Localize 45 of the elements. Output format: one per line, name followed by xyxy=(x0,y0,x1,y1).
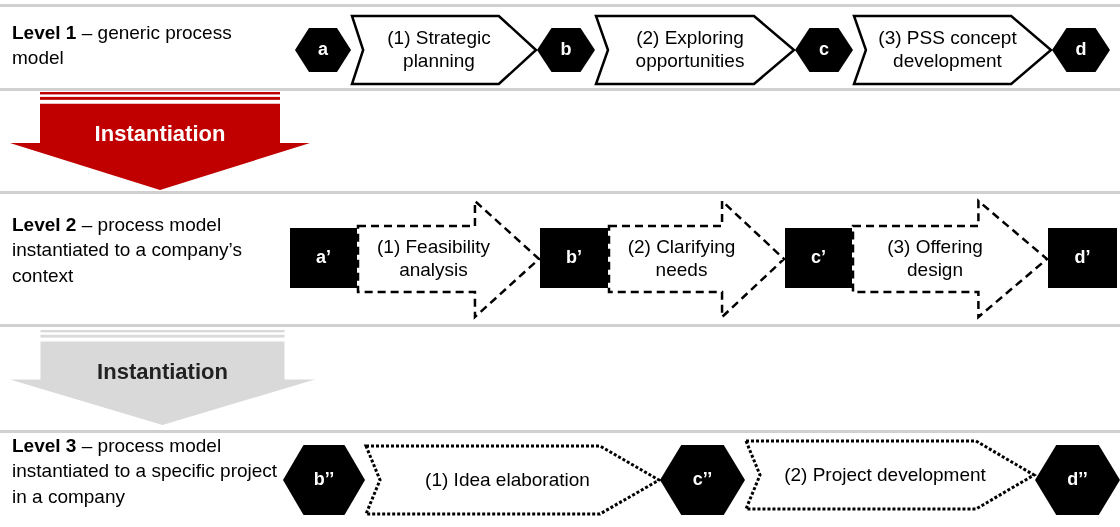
chevron-arrow xyxy=(743,439,1037,511)
milestone-label: a xyxy=(318,39,328,61)
edge-label: (3) Offering design xyxy=(886,235,984,282)
level-description: Level 2 – process model instantiated to a company’s context xyxy=(12,213,243,288)
milestone-label: d’’ xyxy=(1067,469,1088,491)
milestone-label: b’’ xyxy=(313,469,335,491)
milestone-square xyxy=(785,228,852,288)
edge-label: (2) Exploring opportunities xyxy=(634,26,746,73)
chevron-arrow xyxy=(350,14,538,86)
milestone-square xyxy=(1048,228,1117,288)
milestone-hexagon xyxy=(537,28,595,72)
arrow-label: Instantiation xyxy=(94,120,226,148)
block-arrow xyxy=(607,198,786,320)
milestone-square xyxy=(540,228,608,288)
milestone-hexagon xyxy=(795,28,853,72)
milestone-hexagon xyxy=(1052,28,1110,72)
milestone-hexagon xyxy=(1035,445,1120,515)
milestone-square xyxy=(290,228,357,288)
milestone-label: c’ xyxy=(811,247,826,269)
instantiation-arrow xyxy=(10,330,315,425)
edge-label: (2) Clarifying needs xyxy=(626,235,737,282)
edge-label: (1) Feasibility analysis xyxy=(376,235,491,282)
milestone-label: d’ xyxy=(1074,247,1091,269)
milestone-label: b’ xyxy=(566,247,582,269)
chevron-arrow xyxy=(852,14,1053,86)
milestone-label: c xyxy=(819,39,829,61)
milestone-hexagon xyxy=(660,445,745,515)
milestone-label: a’ xyxy=(316,247,331,269)
edge-label: (1) Idea elaboration xyxy=(424,467,591,492)
edge-label: (3) PSS concept development xyxy=(877,26,1018,73)
arrow-label: Instantiation xyxy=(97,359,228,386)
milestone-hexagon xyxy=(295,28,351,72)
chevron-arrow xyxy=(594,14,796,86)
chevron-arrow xyxy=(363,444,662,516)
level-description: Level 3 – process model instantiated to a specific project in a company xyxy=(12,434,279,509)
instantiation-arrow xyxy=(10,92,310,190)
milestone-hexagon xyxy=(283,445,365,515)
milestone-label: c’’ xyxy=(692,469,713,491)
level-description: Level 1 – generic process model xyxy=(12,21,233,71)
block-arrow xyxy=(851,198,1049,320)
milestone-label: d xyxy=(1075,39,1087,61)
milestone-label: b xyxy=(560,39,572,61)
edge-label: (2) Project development xyxy=(783,462,987,487)
edge-label: (1) Strategic planning xyxy=(386,26,492,73)
block-arrow xyxy=(356,198,541,320)
